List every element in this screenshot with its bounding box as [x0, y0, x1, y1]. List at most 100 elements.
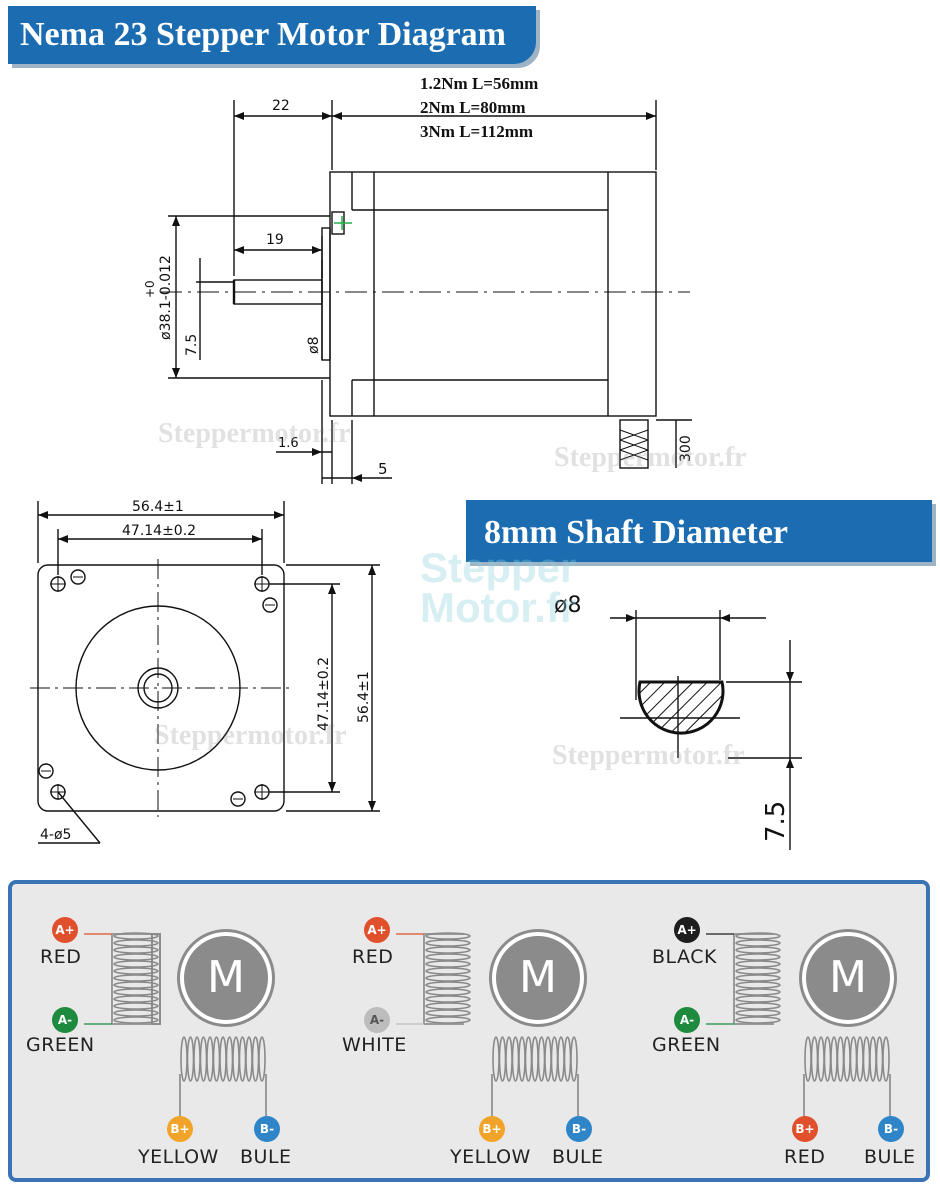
coil-winding [492, 1036, 500, 1082]
front-view-drawing: 56.4±1 47.14±0.2 47.14±0.2 56.4±1 4-ø5 [30, 499, 380, 844]
coil-winding [425, 1002, 471, 1010]
coil-winding [425, 981, 471, 989]
coil-winding [258, 1036, 266, 1082]
coil-winding [425, 960, 471, 968]
coil-winding [232, 1036, 240, 1082]
coil-winding [735, 967, 781, 975]
badge-b-minus: B- [566, 1116, 592, 1142]
coil-winding [735, 1016, 781, 1024]
badge-a-plus: A+ [52, 917, 78, 943]
wiring-lines [84, 932, 891, 1134]
coil-winding [113, 1002, 159, 1010]
coil-winding [113, 974, 159, 982]
coil-winding [735, 939, 781, 947]
logo-line: Motor.fr [420, 584, 577, 631]
wiring-panel: A+ RED A- GREEN M B+ YELLOW B- BULE A+ R… [8, 880, 930, 1182]
dim-5: 5 [378, 460, 388, 478]
coil-winding [113, 995, 159, 1003]
length-row: 3Nm L=112mm [420, 122, 534, 141]
wire-label: BULE [864, 1146, 916, 1168]
coil-winding [735, 946, 781, 954]
motor-icon: M [180, 932, 272, 1024]
wire-label: GREEN [26, 1034, 95, 1056]
coil-winding [869, 1036, 877, 1082]
coil-winding [193, 1036, 201, 1082]
coil-winding [735, 1009, 781, 1017]
logo-line: Stepper [420, 544, 577, 591]
coil-winding [113, 981, 159, 989]
brand-logo-watermark: Stepper Motor.fr [330, 544, 577, 631]
coil-winding [425, 932, 471, 940]
title-text: Nema 23 Stepper Motor Diagram [20, 16, 506, 53]
wire-label: WHITE [342, 1034, 407, 1056]
shaft-diameter-label: ø8 [554, 593, 581, 618]
wire-label: BULE [552, 1146, 604, 1168]
coil-winding [518, 1036, 526, 1082]
coil-winding [735, 988, 781, 996]
coil-winding [219, 1036, 227, 1082]
dim-overall-vertical: 56.4±1 [356, 671, 372, 723]
coil-winding [199, 1036, 208, 1082]
coil-winding [425, 967, 471, 975]
badge-b-plus: B+ [479, 1116, 505, 1142]
dim-holes: 47.14±0.2 [122, 523, 196, 539]
coil-winding [251, 1036, 260, 1082]
coil-winding [735, 960, 781, 968]
coil-winding [817, 1036, 825, 1082]
wire-label: RED [784, 1146, 826, 1168]
length-table: 1.2Nm L=56mm 2Nm L=80mm 3Nm L=112mm [420, 72, 538, 144]
badge-a-plus: A+ [674, 917, 700, 943]
length-row: 1.2Nm L=56mm [420, 74, 539, 93]
coil-winding [113, 946, 159, 954]
coil-winding [735, 953, 781, 961]
coil-winding [186, 1036, 195, 1082]
wire-label: YELLOW [138, 1146, 219, 1168]
coil-winding [113, 988, 159, 996]
dim-holes-vertical: 47.14±0.2 [316, 657, 332, 731]
coil-winding [245, 1036, 253, 1082]
coil-winding [875, 1036, 884, 1082]
watermark: Steppermotor.fr [552, 740, 745, 771]
dim-flange: ø38.1-0.012 [158, 255, 174, 340]
coil-winding [537, 1036, 546, 1082]
coil-winding [113, 939, 159, 947]
coil-winding [425, 995, 471, 1003]
wire-label: BULE [240, 1146, 292, 1168]
cable [619, 419, 649, 469]
coil-winding [505, 1036, 513, 1082]
coil-winding [836, 1036, 845, 1082]
wire-label: BLACK [652, 946, 717, 968]
length-row: 2Nm L=80mm [420, 98, 526, 117]
coil-winding [849, 1036, 858, 1082]
motor-icon: M [492, 932, 584, 1024]
coil-winding [531, 1036, 539, 1082]
dim-overall: 56.4±1 [132, 499, 184, 515]
coil-winding [563, 1036, 572, 1082]
coil-winding [425, 939, 471, 947]
motor-icon: M [802, 932, 894, 1024]
coil-winding [830, 1036, 838, 1082]
badge-b-plus: B+ [792, 1116, 818, 1142]
shaft-title-text: 8mm Shaft Diameter [484, 514, 789, 551]
coil-winding [810, 1036, 819, 1082]
coil-winding [113, 1016, 159, 1024]
shaft-banner: 8mm Shaft Diameter [466, 500, 932, 562]
badge-a-minus: A- [674, 1007, 700, 1033]
coil-winding [113, 953, 159, 961]
badge-b-plus: B+ [167, 1116, 193, 1142]
badge-b-minus: B- [878, 1116, 904, 1142]
coil-b [179, 1074, 267, 1134]
badge-a-plus: A+ [364, 917, 390, 943]
coil-winding [550, 1036, 559, 1082]
watermark: Steppermotor.fr [554, 442, 747, 473]
badge-a-minus: A- [52, 1007, 78, 1033]
wire-label: YELLOW [450, 1146, 531, 1168]
coil-winding [113, 1009, 159, 1017]
coil-winding [498, 1036, 507, 1082]
coil-winding [425, 988, 471, 996]
coil-winding [735, 995, 781, 1003]
coil-winding [212, 1036, 221, 1082]
coil-winding [544, 1036, 552, 1082]
coil-winding [862, 1036, 871, 1082]
wire-label: RED [40, 946, 82, 968]
